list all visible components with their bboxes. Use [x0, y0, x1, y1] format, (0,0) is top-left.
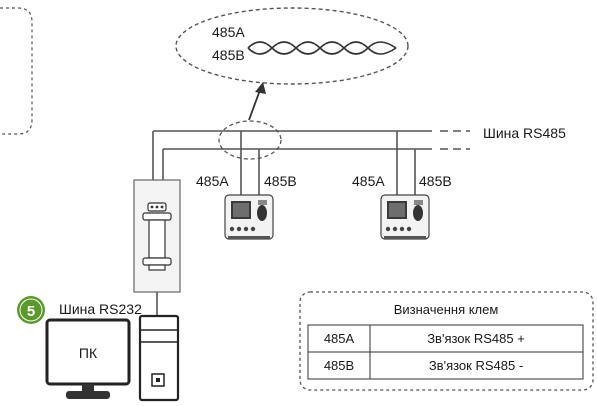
- legend-row-2-terminal: 485B: [324, 358, 354, 373]
- legend-row-1-terminal: 485A: [324, 331, 355, 346]
- access-terminal-2: [380, 194, 430, 240]
- legend-row-1-meaning: Зв'язок RS485 +: [427, 331, 525, 346]
- cable-detail-label-b: 485B: [212, 47, 245, 63]
- converter-icon: [133, 179, 181, 293]
- rs485-bus-label: Шина RS485: [483, 125, 566, 141]
- rs485-bus: [152, 130, 470, 196]
- terminal-legend: Визначення клем 485A Зв'язок RS485 + 485…: [299, 291, 594, 391]
- device2-label-a: 485A: [352, 173, 385, 189]
- monitor-label: ПК: [79, 345, 98, 361]
- device2-label-b: 485B: [419, 173, 452, 189]
- device1-label-a: 485A: [196, 173, 229, 189]
- device1-label-b: 485B: [264, 173, 297, 189]
- legend-row-2-meaning: Зв'язок RS485 -: [429, 358, 523, 373]
- step-badge-number: 5: [27, 303, 35, 320]
- monitor-icon: ПК: [45, 318, 131, 399]
- cable-detail-label-a: 485A: [212, 24, 245, 40]
- cable-detail-ellipse: [175, 7, 409, 85]
- pc-tower-icon: [138, 314, 180, 402]
- twisted-pair-icon: [247, 41, 397, 55]
- rs232-bus-label: Шина RS232: [59, 301, 142, 317]
- access-terminal-1: [224, 194, 274, 240]
- legend-title: Визначення клем: [394, 302, 499, 317]
- bus-zoom-circle: [218, 120, 282, 160]
- legend-frame: [299, 291, 594, 391]
- zoom-arrow-icon: [248, 82, 266, 121]
- step-badge: 5: [17, 296, 45, 324]
- cable-detail: 485A 485B: [175, 7, 409, 85]
- cropped-frame: [0, 7, 33, 135]
